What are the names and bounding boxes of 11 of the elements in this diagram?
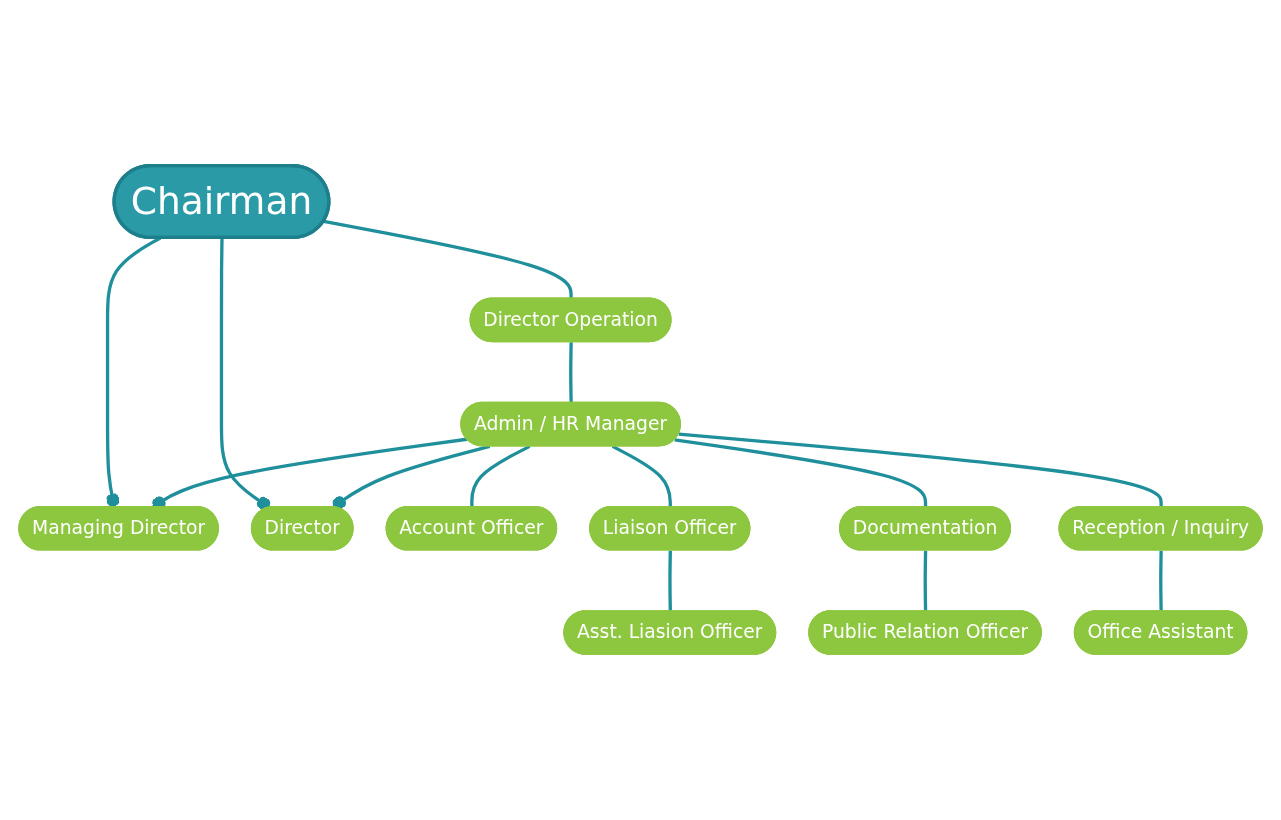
connector [332,444,491,510]
connector [1159,550,1163,612]
connector [668,550,672,612]
connector [611,444,672,508]
connector [678,432,1163,508]
connector [219,237,271,511]
connector [674,438,928,508]
connector [323,219,573,299]
connector [923,550,928,612]
connector [569,342,573,403]
connector [470,444,531,508]
